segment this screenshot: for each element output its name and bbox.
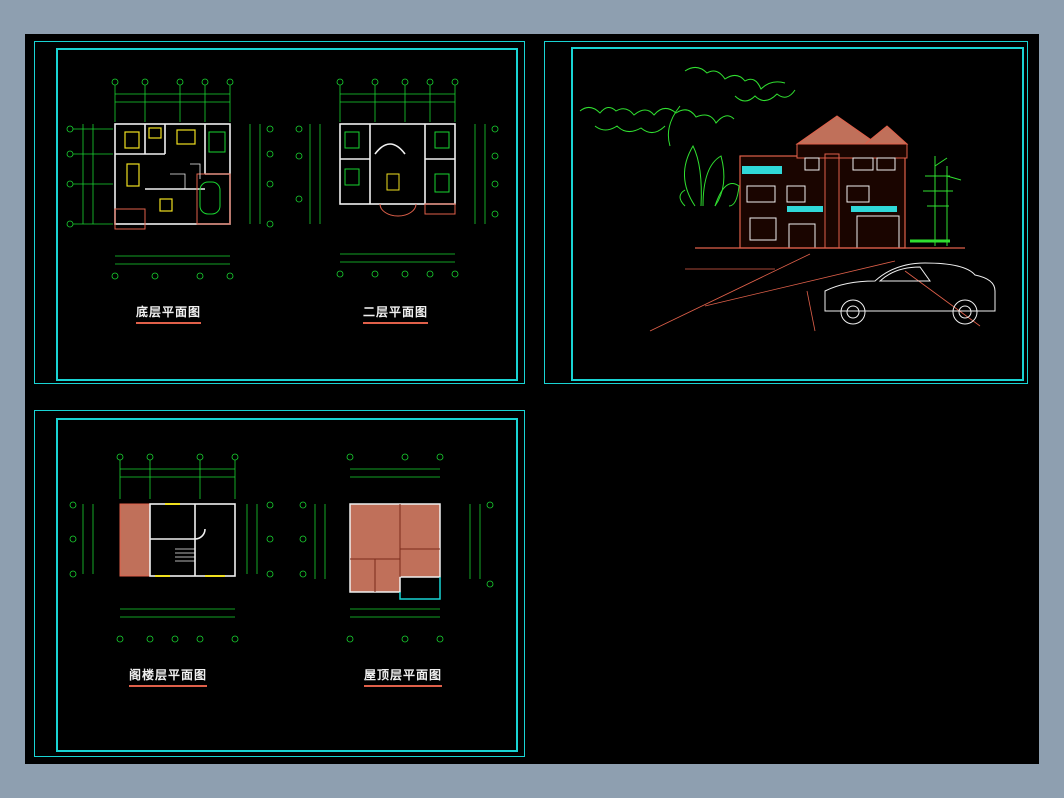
roof-sheet-outer-frame bbox=[34, 410, 525, 757]
tree-canopy bbox=[579, 67, 962, 246]
ground-floor-plan[interactable] bbox=[65, 74, 275, 284]
attic-floor-plan-title: 阁楼层平面图 bbox=[129, 666, 208, 687]
roof-floor-plan[interactable] bbox=[295, 449, 505, 649]
cad-model-space[interactable]: 底层平面图 二层平面图 bbox=[25, 34, 1039, 764]
attic-floor-plan[interactable] bbox=[65, 449, 275, 649]
elevation-sheet-inner-frame bbox=[571, 47, 1024, 381]
elevation-sheet-outer-frame bbox=[544, 41, 1028, 384]
house-elevation bbox=[695, 115, 965, 249]
second-floor-plan-title: 二层平面图 bbox=[363, 303, 429, 324]
front-elevation-drawing[interactable] bbox=[575, 56, 1015, 356]
roof-floor-plan-title: 屋顶层平面图 bbox=[364, 666, 443, 687]
car-drawing bbox=[824, 262, 996, 325]
second-floor-plan[interactable] bbox=[295, 74, 505, 284]
ground-floor-plan-title: 底层平面图 bbox=[136, 303, 202, 324]
plan-sheet-inner-frame bbox=[56, 48, 518, 381]
roof-sheet-inner-frame bbox=[56, 418, 518, 752]
plan-sheet-outer-frame bbox=[34, 41, 525, 384]
